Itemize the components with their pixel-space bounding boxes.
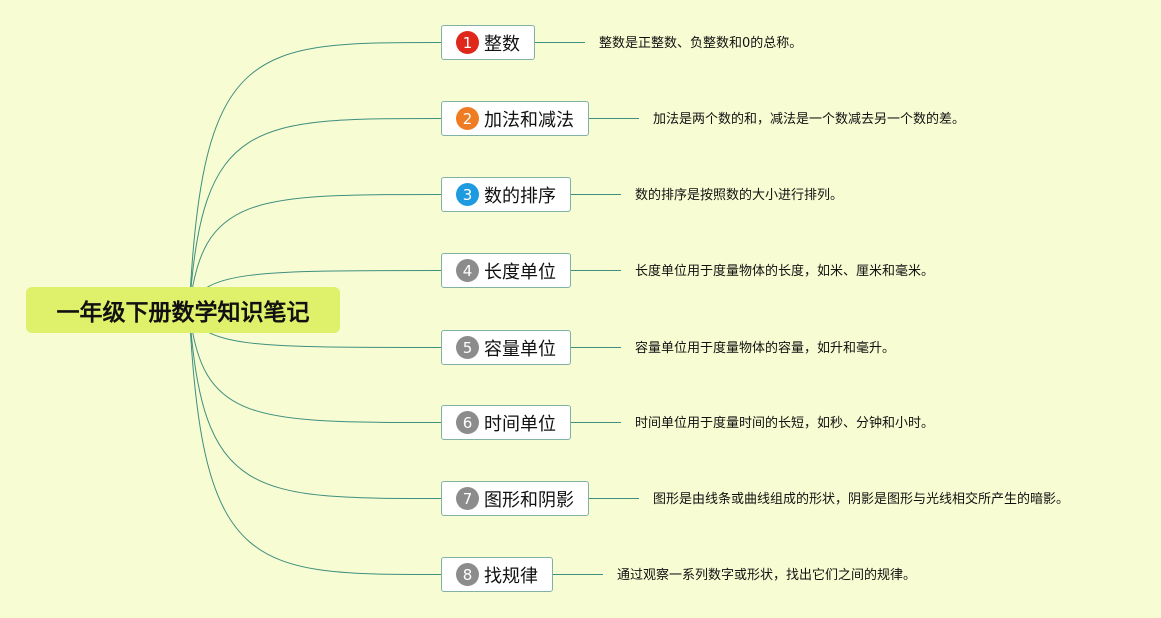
topic-2-note: 加法是两个数的和，减法是一个数减去另一个数的差。 xyxy=(653,112,966,127)
topic-7-note: 图形是由线条或曲线组成的形状，阴影是图形与光线相交所产生的暗影。 xyxy=(653,492,1070,507)
topic-5-note: 容量单位用于度量物体的容量，如升和毫升。 xyxy=(635,341,896,356)
branch-connector-1 xyxy=(188,42,442,311)
branch-connector-7 xyxy=(188,309,442,499)
branch-connector-2 xyxy=(188,118,442,311)
topic-4-label: 长度单位 xyxy=(484,261,556,283)
number-3-badge-icon: 3 xyxy=(456,183,479,206)
topic-6-note: 时间单位用于度量时间的长短，如秒、分钟和小时。 xyxy=(635,416,935,431)
branch-connector-6 xyxy=(188,309,442,423)
topic-3-note: 数的排序是按照数的大小进行排列。 xyxy=(635,188,844,203)
topic-1-label: 整数 xyxy=(484,33,520,55)
topic-3[interactable]: 3 数的排序 xyxy=(441,177,571,212)
branch-connector-8 xyxy=(188,309,442,575)
number-2-badge-icon: 2 xyxy=(456,107,479,130)
topic-7[interactable]: 7 图形和阴影 xyxy=(441,481,589,516)
branch-connector-3 xyxy=(188,194,442,311)
topic-7-label: 图形和阴影 xyxy=(484,489,574,511)
number-8-badge-icon: 8 xyxy=(456,563,479,586)
number-6-badge-icon: 6 xyxy=(456,411,479,434)
topic-2[interactable]: 2 加法和减法 xyxy=(441,101,589,136)
topic-4[interactable]: 4 长度单位 xyxy=(441,253,571,288)
topic-6[interactable]: 6 时间单位 xyxy=(441,405,571,440)
topic-8-note: 通过观察一系列数字或形状，找出它们之间的规律。 xyxy=(617,568,917,583)
topic-8[interactable]: 8 找规律 xyxy=(441,557,553,592)
topic-6-label: 时间单位 xyxy=(484,413,556,435)
root-topic[interactable]: 一年级下册数学知识笔记 xyxy=(26,287,340,333)
number-1-badge-icon: 1 xyxy=(456,31,479,54)
topic-8-label: 找规律 xyxy=(484,565,538,587)
topic-1[interactable]: 1 整数 xyxy=(441,25,535,60)
number-5-badge-icon: 5 xyxy=(456,336,479,359)
topic-2-label: 加法和减法 xyxy=(484,109,574,131)
topic-3-label: 数的排序 xyxy=(484,185,556,207)
number-4-badge-icon: 4 xyxy=(456,259,479,282)
topic-1-note: 整数是正整数、负整数和0的总称。 xyxy=(599,36,803,51)
topic-4-note: 长度单位用于度量物体的长度，如米、厘米和毫米。 xyxy=(635,264,935,279)
topic-5[interactable]: 5 容量单位 xyxy=(441,330,571,365)
topic-5-label: 容量单位 xyxy=(484,338,556,360)
number-7-badge-icon: 7 xyxy=(456,487,479,510)
